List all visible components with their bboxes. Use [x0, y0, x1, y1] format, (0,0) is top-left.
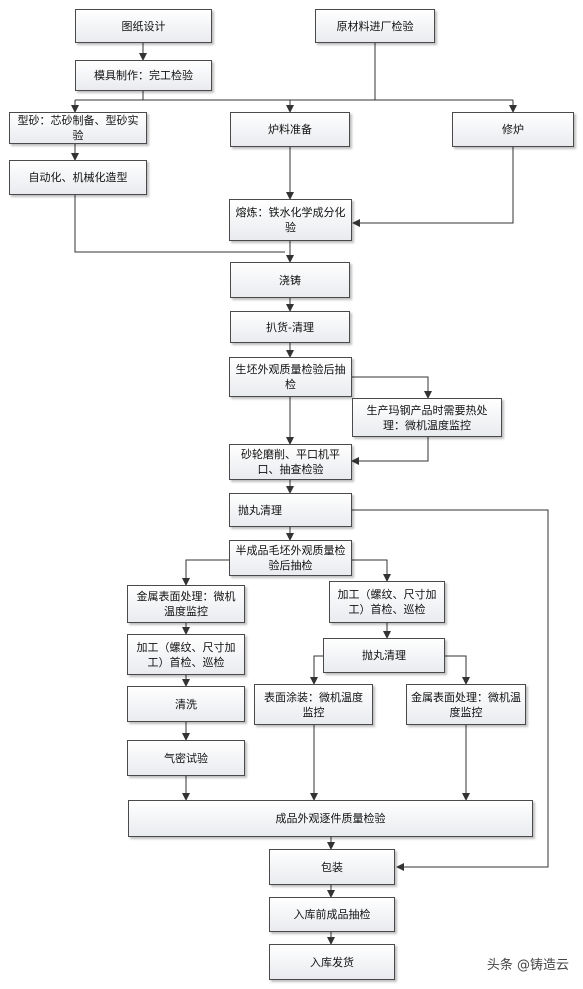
node-shipping: 入库发货 — [269, 944, 395, 980]
node-sand-core: 型砂：芯砂制备、型砂实验 — [9, 112, 147, 144]
node-pre-storage: 入库前成品抽检 — [269, 897, 395, 932]
node-shot-blast-2: 抛丸清理 — [323, 638, 445, 673]
node-shakeout: 扒货-清理 — [230, 311, 350, 343]
node-metal-surface-left: 金属表面处理：微机温度监控 — [127, 585, 245, 623]
node-pouring: 浇铸 — [230, 262, 350, 298]
node-semi-inspection: 半成品毛坯外观质量检验后抽检 — [229, 540, 352, 576]
arrow-shot-to-packing — [352, 509, 549, 871]
node-metal-surface-right: 金属表面处理：微机温度监控 — [406, 684, 526, 725]
node-shot-blast-1: 抛丸清理 — [229, 493, 352, 527]
node-machining-right: 加工（螺纹、尺寸加工）首检、巡检 — [329, 581, 445, 623]
node-charge-prep: 炉料准备 — [230, 112, 350, 147]
node-raw-material: 原材料进厂检验 — [315, 9, 435, 43]
node-heat-treatment: 生产玛钢产品时需要热处理：微机温度监控 — [352, 398, 502, 437]
node-smelting: 熔炼：铁水化学成分化验 — [229, 199, 352, 241]
node-drawing-design: 图纸设计 — [75, 9, 212, 43]
node-air-test: 气密试验 — [127, 740, 245, 776]
node-packing: 包装 — [269, 849, 395, 885]
node-machining-left: 加工（螺纹、尺寸加工）首检、巡检 — [127, 634, 245, 675]
node-auto-molding: 自动化、机械化造型 — [9, 160, 147, 195]
arrow-shot2-to-coating — [310, 655, 323, 685]
arrow-semi-to-machining-right — [352, 559, 391, 582]
node-mold-making: 模具制作：完工检验 — [75, 60, 212, 91]
line-auto-to-pouring — [74, 195, 285, 253]
node-furnace-repair: 修炉 — [452, 112, 574, 147]
node-cleaning: 清洗 — [127, 686, 245, 722]
node-final-inspection: 成品外观逐件质量检验 — [128, 800, 533, 837]
arrow-shot2-to-metal-right — [445, 655, 470, 685]
arrow-repair-to-smelting — [352, 147, 514, 227]
arrow-semi-to-metal-left — [182, 559, 229, 586]
node-blank-inspection: 生坯外观质量检验后抽检 — [229, 357, 352, 397]
watermark-text: 头条 @铸造云 — [486, 958, 569, 973]
node-grinding: 砂轮磨削、平口机平口、抽查检验 — [229, 444, 352, 480]
node-surface-coating: 表面涂装：微机温度监控 — [254, 684, 373, 725]
arrow-heat-to-grinding — [351, 437, 429, 465]
